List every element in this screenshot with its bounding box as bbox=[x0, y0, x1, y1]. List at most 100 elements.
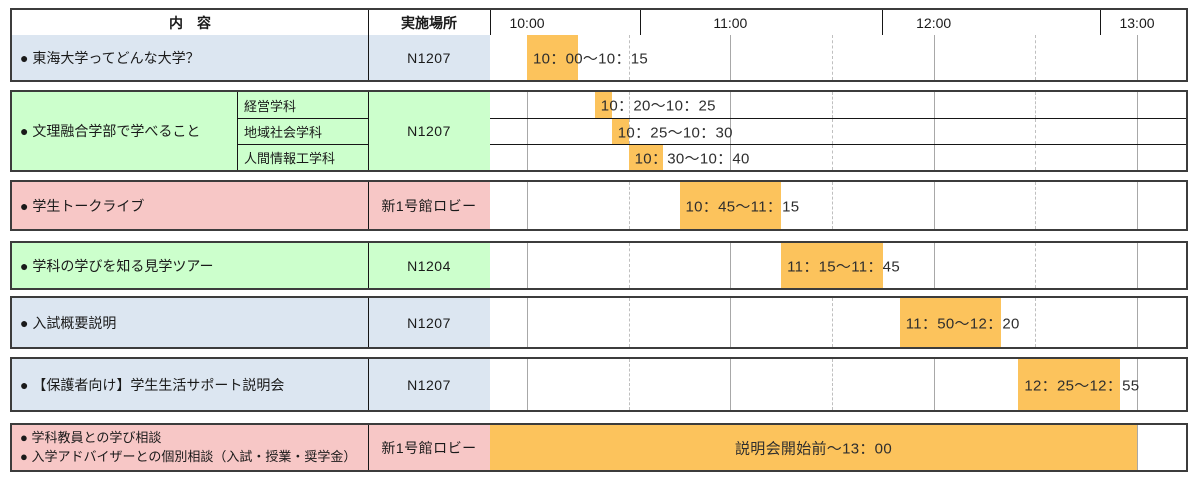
gridline-hour bbox=[730, 145, 732, 170]
sub-department-column: 経営学科地域社会学科人間情報工学科 bbox=[237, 92, 368, 170]
timeline-area: 説明会開始前～13：00 bbox=[490, 425, 1186, 470]
time-axis-label: 11:00 bbox=[713, 14, 748, 31]
gridline-half-hour bbox=[1035, 35, 1037, 80]
column-border bbox=[368, 182, 369, 229]
header-cell-border bbox=[640, 10, 641, 35]
timeline-lane: 10：20～10：25 bbox=[490, 92, 1186, 118]
column-border bbox=[237, 92, 238, 170]
event-time-bar bbox=[899, 298, 1002, 347]
gridline-hour bbox=[527, 92, 528, 118]
bar-time-label: 11：50～12：20 bbox=[905, 315, 1020, 332]
gridline-half-hour bbox=[628, 298, 630, 347]
event-content: ● 学科の学びを知る見学ツアー bbox=[12, 243, 368, 288]
gridline-hour bbox=[1137, 145, 1138, 170]
gridline-hour bbox=[527, 119, 528, 144]
gridline-half-hour bbox=[832, 182, 833, 229]
timeline-area: 11：15～11：45 bbox=[490, 243, 1186, 288]
gridline-half-hour bbox=[1035, 92, 1037, 118]
bar-time-label: 12：25～12：55 bbox=[1024, 377, 1140, 394]
timeline-lane: 12：25～12：55 bbox=[490, 359, 1186, 410]
event-content: ● 学科教員との学び相談● 入学アドバイザーとの個別相談（入試・授業・奨学金） bbox=[12, 425, 368, 470]
bar-time-label: 10：25～10：30 bbox=[617, 124, 733, 141]
timeline-area: 11：50～12：20 bbox=[490, 298, 1186, 347]
gridline-hour bbox=[933, 182, 935, 229]
gridline-hour bbox=[527, 182, 528, 229]
event-time-bar bbox=[490, 425, 1137, 470]
event-time-bar bbox=[1018, 359, 1121, 410]
gridline-hour bbox=[527, 359, 528, 410]
event-location: N1207 bbox=[368, 92, 490, 170]
event-content-line: ● 学科教員との学び相談 bbox=[20, 429, 162, 445]
header-content-label: 内 容 bbox=[169, 14, 211, 31]
gridline-hour bbox=[1137, 359, 1138, 410]
bar-time-label: 10：00～10：15 bbox=[533, 50, 649, 67]
gridline-hour bbox=[933, 145, 935, 170]
timeline-area: 10：20～10：25 10：25～10：30 10：30～10：40 bbox=[490, 92, 1186, 170]
column-border bbox=[368, 243, 369, 288]
gridline-half-hour bbox=[832, 359, 833, 410]
gridline-hour bbox=[1137, 182, 1138, 229]
gridline-hour bbox=[1137, 243, 1138, 288]
gridline-half-hour bbox=[832, 35, 833, 80]
timeline-lane: 10：30～10：40 bbox=[490, 144, 1186, 170]
gridline-hour bbox=[730, 119, 732, 144]
gridline-hour bbox=[1137, 92, 1138, 118]
gridline-hour bbox=[527, 298, 528, 347]
column-border bbox=[368, 92, 369, 170]
gridline-hour bbox=[933, 359, 935, 410]
gridline-hour bbox=[933, 92, 935, 118]
gridline-half-hour bbox=[1035, 145, 1037, 170]
event-content: ● 【保護者向け】学生生活サポート説明会 bbox=[12, 359, 368, 410]
gridline-hour bbox=[730, 243, 732, 288]
event-time-bar bbox=[679, 182, 782, 229]
bar-time-label: 10：45～11：15 bbox=[685, 198, 800, 215]
bar-time-label: 10：20～10：25 bbox=[600, 97, 716, 115]
gridline-half-hour bbox=[1035, 298, 1037, 347]
event-location: N1204 bbox=[368, 243, 490, 288]
bar-time-label: 10：30～10：40 bbox=[634, 150, 750, 167]
timeline-lane: 10：45～11：15 bbox=[490, 182, 1186, 229]
event-time-bar bbox=[527, 35, 578, 80]
sub-department-label: 人間情報工学科 bbox=[237, 144, 368, 170]
gridline-hour bbox=[730, 92, 732, 118]
column-border bbox=[368, 10, 369, 80]
event-row-group: ● 学科教員との学び相談● 入学アドバイザーとの個別相談（入試・授業・奨学金）新… bbox=[10, 423, 1188, 472]
header-location-label: 実施場所 bbox=[401, 14, 457, 31]
column-border bbox=[368, 425, 369, 470]
gridline-half-hour bbox=[628, 182, 630, 229]
event-time-bar bbox=[628, 145, 663, 170]
gridline-hour bbox=[730, 35, 732, 80]
gridline-half-hour bbox=[628, 243, 630, 288]
sub-department-label: 地域社会学科 bbox=[237, 118, 368, 144]
gridline-half-hour bbox=[1035, 119, 1037, 144]
timeline-area: 12：25～12：55 bbox=[490, 359, 1186, 410]
gridline-half-hour bbox=[628, 92, 630, 118]
gridline-hour bbox=[933, 243, 935, 288]
gridline-half-hour bbox=[832, 92, 833, 118]
event-location: N1207 bbox=[368, 298, 490, 347]
time-axis-label: 13:00 bbox=[1119, 14, 1155, 31]
timeline-lane: 説明会開始前～13：00 bbox=[490, 425, 1186, 470]
gridline-hour bbox=[933, 119, 935, 144]
gridline-half-hour bbox=[1035, 243, 1037, 288]
timeline-area: 10：00～10：15 bbox=[490, 35, 1186, 80]
gridline-half-hour bbox=[1035, 182, 1037, 229]
bar-time-label: 11：15～11：45 bbox=[787, 258, 900, 275]
timeline-lane: 10：25～10：30 bbox=[490, 118, 1186, 144]
gridline-hour bbox=[933, 35, 935, 80]
event-time-bar bbox=[611, 119, 629, 144]
timeline-lane: 11：50～12：20 bbox=[490, 298, 1186, 347]
event-location: 新1号館ロビー bbox=[368, 425, 490, 470]
event-content: ● 文理融合学部で学べること bbox=[12, 92, 237, 170]
gridline-hour bbox=[1137, 35, 1138, 80]
gridline-hour bbox=[1137, 298, 1138, 347]
gridline-hour bbox=[730, 298, 732, 347]
time-axis-label: 10:00 bbox=[509, 14, 545, 31]
gridline-half-hour bbox=[628, 35, 630, 80]
